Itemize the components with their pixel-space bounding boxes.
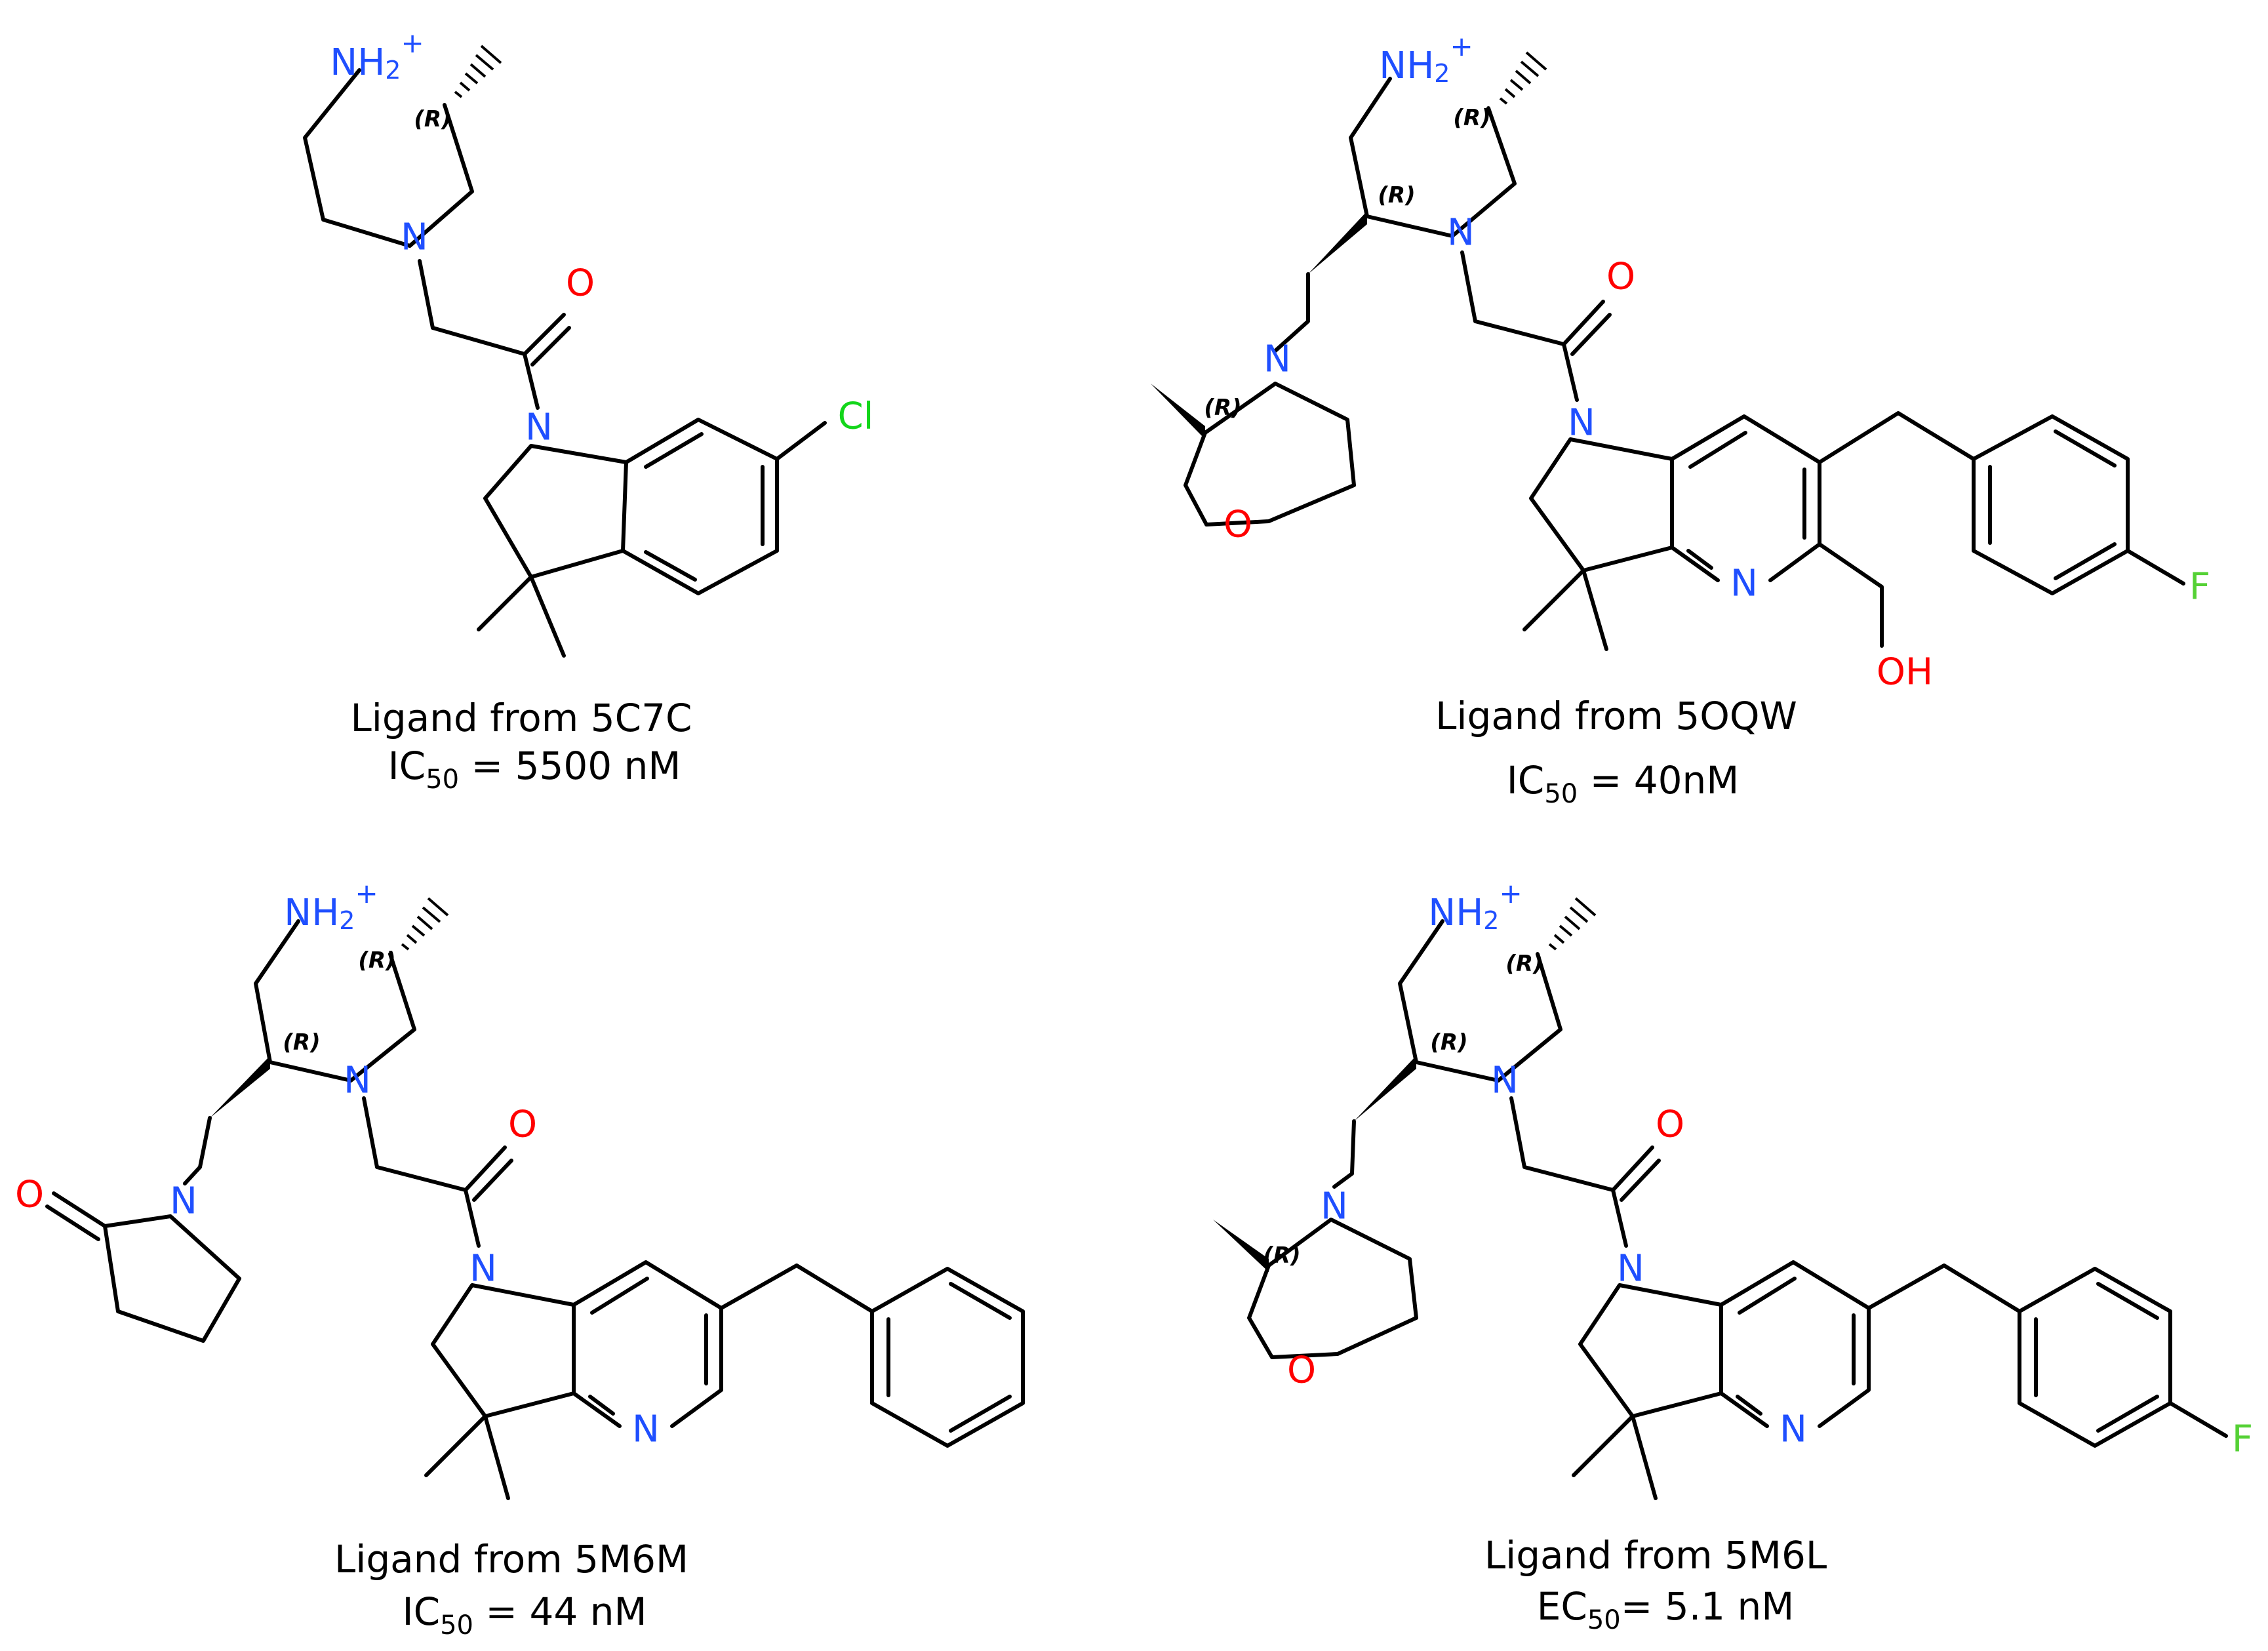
hashed-bond xyxy=(454,45,502,98)
nitrogen-label: N xyxy=(1491,1060,1519,1102)
oxygen-label: O xyxy=(1656,1104,1684,1146)
wedge-bond xyxy=(1213,1220,1269,1272)
stereo-label: (R) xyxy=(1378,182,1415,209)
fluorine-label: F xyxy=(2189,566,2210,608)
activity-5oqw: IC50 = 40nM xyxy=(1507,758,1740,809)
nh2-label: NH2+ xyxy=(330,27,424,85)
wedge-bond xyxy=(1308,211,1367,274)
caption-5m6m: Ligand from 5M6M xyxy=(334,1537,688,1581)
hashed-bond xyxy=(401,897,449,951)
nitrogen-label: N xyxy=(1568,402,1595,445)
atom-labels-5oqw: NH2+ (R) (R) N N (R) O O N N OH F xyxy=(1204,30,2210,694)
stereo-label: (R) xyxy=(414,106,451,132)
wedge-bond xyxy=(1151,384,1205,439)
nitrogen-label: N xyxy=(1730,563,1758,605)
molecule-5m6l xyxy=(1213,897,2228,1500)
hashed-bond xyxy=(1548,897,1597,951)
caption-5m6l: Ligand from 5M6L xyxy=(1484,1533,1827,1578)
nh2-label: NH2+ xyxy=(284,877,378,936)
molecule-5oqw xyxy=(1151,51,2185,651)
nitrogen-label: N xyxy=(1780,1408,1807,1451)
nitrogen-label: N xyxy=(1321,1185,1348,1228)
nitrogen-label: N xyxy=(632,1408,660,1451)
hashed-bond xyxy=(1499,51,1547,105)
oxygen-label: O xyxy=(1606,256,1635,298)
nitrogen-label: N xyxy=(1263,338,1291,381)
nitrogen-label: N xyxy=(170,1180,197,1223)
activity-5m6m: IC50 = 44 nM xyxy=(402,1589,647,1641)
nitrogen-label: N xyxy=(344,1060,371,1102)
stereo-label: (R) xyxy=(1453,105,1490,131)
nitrogen-label: N xyxy=(401,216,428,259)
stereo-label: (R) xyxy=(358,947,395,974)
nitrogen-label: N xyxy=(1617,1248,1644,1290)
stereo-label: (R) xyxy=(1204,395,1241,421)
stereo-label: (R) xyxy=(1505,951,1543,977)
oxygen-label: O xyxy=(1287,1349,1316,1392)
stereo-label: (R) xyxy=(1263,1243,1300,1269)
atom-labels-5c7c: NH2+ (R) N O N Cl xyxy=(330,27,873,449)
nitrogen-label: N xyxy=(469,1248,497,1290)
wedge-bond xyxy=(210,1056,270,1118)
wedge-bond xyxy=(1354,1056,1416,1121)
molecule-5c7c xyxy=(303,45,827,658)
caption-5oqw: Ligand from 5OQW xyxy=(1435,694,1797,738)
stereo-label: (R) xyxy=(283,1029,320,1056)
oxygen-label: O xyxy=(15,1174,44,1216)
caption-5c7c: Ligand from 5C7C xyxy=(350,696,692,740)
activity-5m6l: EC50= 5.1 nM xyxy=(1537,1584,1795,1635)
oxygen-label: O xyxy=(566,262,595,305)
hydroxyl-label: OH xyxy=(1877,651,1933,694)
chlorine-label: Cl xyxy=(838,395,874,438)
nh2-label: NH2+ xyxy=(1379,30,1473,89)
atom-labels-5m6l: NH2+ (R) (R) N N (R) O O N N F xyxy=(1263,877,2253,1461)
activity-5c7c: IC50 = 5500 nM xyxy=(388,744,681,795)
nitrogen-label: N xyxy=(525,407,553,449)
oxygen-label: O xyxy=(1224,504,1252,546)
stereo-label: (R) xyxy=(1430,1029,1467,1056)
nh2-label: NH2+ xyxy=(1428,877,1522,936)
atom-labels-5m6m: NH2+ (R) (R) N N O O N N xyxy=(15,877,660,1451)
fluorine-label: F xyxy=(2232,1418,2253,1461)
nitrogen-label: N xyxy=(1447,212,1475,254)
oxygen-label: O xyxy=(508,1104,537,1146)
molecule-5m6m xyxy=(45,897,1025,1500)
